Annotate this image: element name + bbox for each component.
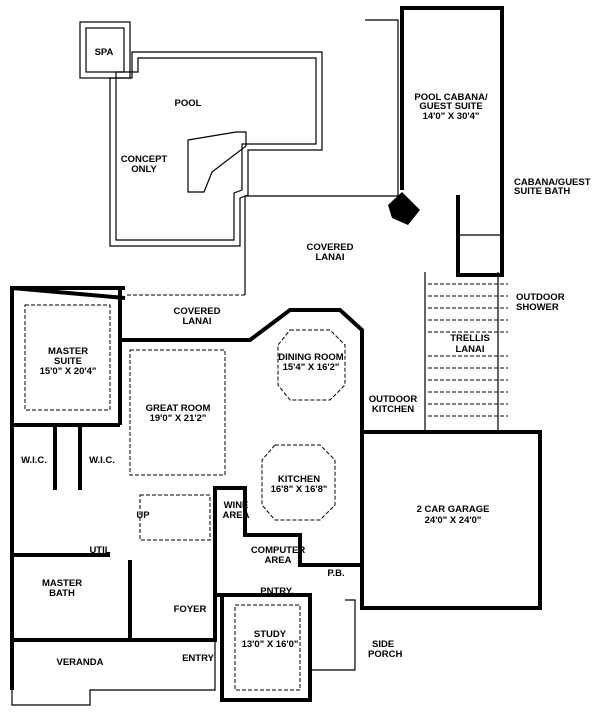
label-study: STUDY: [254, 629, 287, 640]
label-garage: 2 CAR GARAGE: [417, 504, 490, 515]
label-master-bath: MASTER: [42, 578, 82, 589]
label-wic: W.I.C.: [89, 455, 115, 466]
label-veranda: VERANDA: [57, 657, 104, 668]
label-kitchen-size: 16'8" X 16'8": [271, 484, 328, 495]
label-foyer: FOYER: [174, 604, 207, 615]
label-dining-room-size: 15'4" X 16'2": [283, 362, 340, 373]
label-computer-area: COMPUTER: [251, 545, 306, 556]
label-covered-lanai: COVERED: [307, 242, 354, 253]
label-computer-area: AREA: [265, 555, 292, 566]
label-cabana: POOL CABANA/: [414, 92, 488, 103]
pool-outline: [79, 21, 323, 247]
label-covered-lanai-2: LANAI: [182, 316, 211, 327]
house-walls: [10, 285, 542, 706]
label-outdoor-kitchen: OUTDOOR: [369, 394, 418, 405]
label-study-size: 13'0" X 16'0": [242, 639, 299, 650]
label-cabana: GUEST SUITE: [419, 101, 482, 112]
label-cabana-size: 14'0" X 30'4": [423, 111, 480, 122]
label-cabana-bath: CABANA/GUEST: [514, 177, 591, 188]
label-wine-area: AREA: [223, 510, 250, 521]
label-outdoor-kitchen: KITCHEN: [372, 404, 414, 415]
label-outdoor-shower: OUTDOOR: [516, 292, 565, 303]
label-covered-lanai-2: COVERED: [174, 306, 221, 317]
trellis-lanai-lines: [424, 272, 508, 432]
callout-labels: CABANA/GUEST SUITE BATH OUTDOOR SHOWER S…: [368, 177, 591, 660]
label-concept: CONCEPT: [121, 154, 168, 165]
label-outdoor-shower: SHOWER: [516, 302, 559, 313]
label-master-bath: BATH: [49, 588, 75, 599]
label-trellis-lanai: TRELLIS: [450, 333, 490, 344]
label-great-room-size: 19'0" X 21'2": [150, 413, 207, 424]
cabana-walls: [125, 6, 504, 296]
label-wic: W.I.C.: [21, 455, 47, 466]
label-covered-lanai: LANAI: [315, 252, 344, 263]
label-spa: SPA: [95, 47, 114, 58]
label-garage-size: 24'0" X 24'0": [425, 515, 482, 526]
label-master-suite: SUITE: [54, 356, 82, 367]
label-master-suite-size: 15'0" X 20'4": [40, 366, 97, 377]
label-entry: ENTRY: [182, 653, 215, 664]
room-labels: SPA POOL CONCEPT ONLY POOL CABANA/ GUEST…: [21, 47, 490, 668]
label-concept: ONLY: [131, 164, 157, 175]
label-dining-room: DINING ROOM: [278, 352, 344, 363]
label-pool: POOL: [175, 98, 202, 109]
label-trellis-lanai: LANAI: [455, 344, 484, 355]
label-kitchen: KITCHEN: [278, 474, 320, 485]
label-up: UP: [136, 510, 150, 521]
label-great-room: GREAT ROOM: [146, 403, 211, 414]
label-cabana-bath: SUITE BATH: [514, 186, 570, 197]
label-master-suite: MASTER: [48, 346, 88, 357]
label-wine-area: WINE: [224, 500, 249, 511]
label-util: UTIL: [89, 545, 110, 556]
label-side-porch: SIDE: [372, 639, 394, 650]
label-powder-bath: P.B.: [327, 568, 344, 579]
label-side-porch: PORCH: [368, 649, 402, 660]
label-pantry: PNTRY.: [260, 586, 293, 597]
